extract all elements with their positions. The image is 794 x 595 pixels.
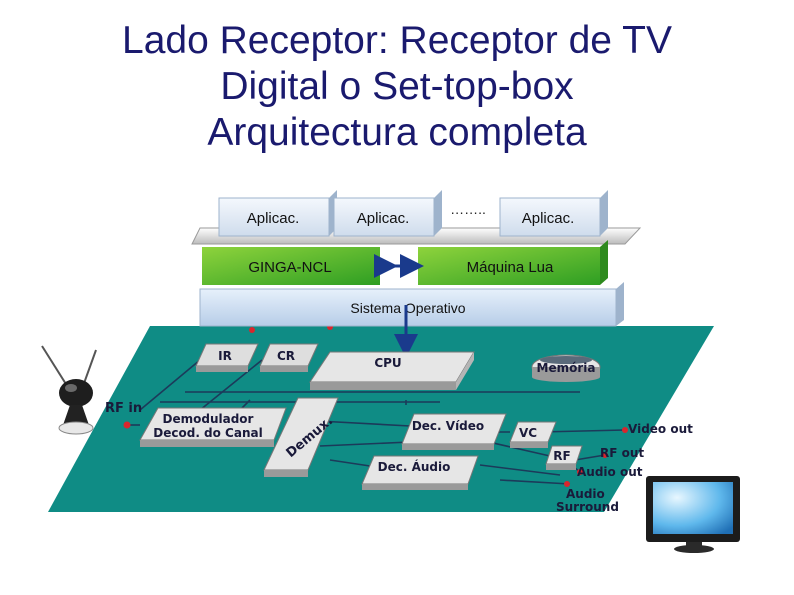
- ginga-ncl-block: GINGA-NCL: [202, 247, 380, 285]
- rf-in-label: RF in: [105, 401, 142, 416]
- antenna-icon: [41, 345, 97, 435]
- rf-block: RF: [545, 445, 583, 470]
- ir-block: IR: [195, 343, 259, 372]
- app-label-1: Aplicac.: [247, 210, 300, 227]
- demod-label-1: Demodulador: [163, 412, 254, 426]
- dec-video-label: Dec. Vídeo: [412, 419, 484, 433]
- app-label-2: Aplicac.: [357, 210, 410, 227]
- title-line-3: Arquitectura completa: [207, 111, 587, 154]
- vc-label: VC: [519, 426, 537, 440]
- memoria-label: Memória: [537, 361, 596, 375]
- memoria-block: Memória: [531, 354, 601, 382]
- dec-audio-label: Dec. Áudio: [378, 459, 451, 474]
- cpu-block: CPU: [309, 351, 475, 390]
- os-label: Sistema Operativo: [350, 300, 465, 316]
- audio-out-label: Audio out: [577, 465, 643, 479]
- title-line-1: Lado Receptor: Receptor de TV: [122, 19, 672, 62]
- cr-block: CR: [259, 343, 319, 372]
- demodulator-block: Demodulador Decod. do Canal: [139, 407, 287, 447]
- vc-block: VC: [509, 421, 557, 448]
- demod-label-2: Decod. do Canal: [153, 426, 262, 440]
- audio-surround-label-2: Surround: [556, 500, 619, 514]
- app-box-1: Aplicac.: [218, 190, 337, 237]
- rf-label: RF: [553, 449, 570, 463]
- lua-machine-block: Máquina Lua: [418, 240, 608, 285]
- cr-label: CR: [277, 349, 295, 363]
- page-title: Lado Receptor: Receptor de TV Digital o …: [0, 18, 794, 156]
- ginga-ncl-label: GINGA-NCL: [248, 259, 331, 276]
- app-box-3: Aplicac.: [499, 190, 608, 237]
- ir-label: IR: [218, 349, 232, 363]
- lua-machine-label: Máquina Lua: [467, 259, 554, 276]
- audio-surround-label-1: Audio: [566, 487, 605, 501]
- operating-system-block: Sistema Operativo: [199, 282, 624, 327]
- dec-audio-block: Dec. Áudio: [361, 455, 479, 490]
- title-line-2: Digital o Set-top-box: [220, 65, 574, 108]
- video-out-label: Video out: [628, 422, 693, 436]
- dec-video-block: Dec. Vídeo: [401, 413, 507, 450]
- tv-icon: [646, 476, 740, 553]
- app-ellipsis: ……..: [450, 201, 486, 217]
- app-label-3: Aplicac.: [522, 210, 575, 227]
- cpu-label: CPU: [374, 356, 401, 370]
- app-box-2: Aplicac.: [333, 190, 442, 237]
- rf-out-label: RF out: [600, 446, 644, 460]
